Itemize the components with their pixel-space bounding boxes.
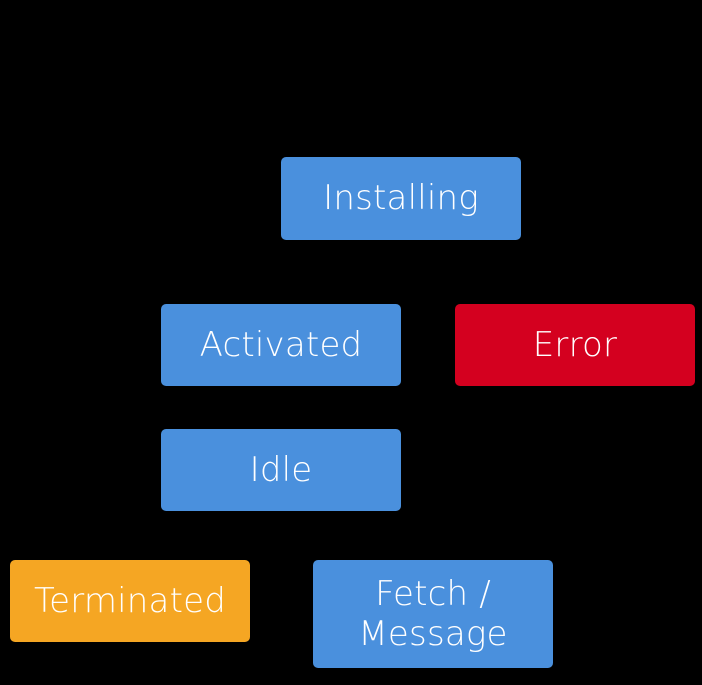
state-node-activated[interactable]: Activated (161, 304, 401, 386)
state-node-installing[interactable]: Installing (281, 157, 521, 240)
state-node-installing-label: Installing (323, 178, 479, 219)
state-node-terminated[interactable]: Terminated (10, 560, 250, 642)
state-node-fetch-message-label: Fetch / Message (358, 573, 508, 654)
state-node-fetch-message[interactable]: Fetch / Message (313, 560, 553, 668)
state-node-terminated-label: Terminated (33, 580, 227, 621)
state-node-idle[interactable]: Idle (161, 429, 401, 511)
state-node-error-label: Error (532, 324, 618, 365)
state-node-idle-label: Idle (249, 449, 313, 490)
state-node-activated-label: Activated (199, 324, 363, 365)
state-node-error[interactable]: Error (455, 304, 695, 386)
